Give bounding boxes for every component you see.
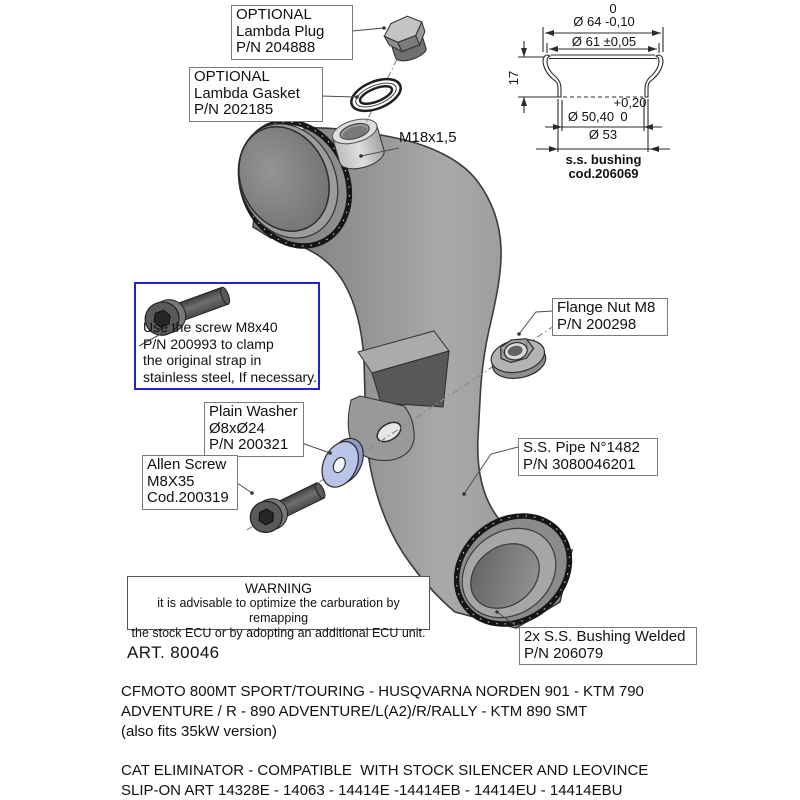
lambda-boss-drawing [331, 118, 385, 170]
warning-box: WARNING it is advisable to optimize the … [127, 576, 430, 640]
warning-title: WARNING [244, 580, 313, 596]
callout-line: OPTIONAL [236, 6, 312, 23]
callout-line: S.S. Pipe N°1482 [523, 439, 640, 456]
bracket-hole [376, 421, 402, 443]
callout-line: P/N 200298 [557, 315, 637, 333]
callout-line: Allen Screw [147, 456, 227, 473]
dim-height-17: 17 [506, 70, 521, 86]
callout-line: P/N 202185 [194, 101, 274, 118]
outlet-bore [470, 543, 540, 609]
warning-line: it is advisable to optimize the carburat… [157, 596, 400, 625]
callout-line: Cod.200319 [147, 489, 229, 506]
dim-61: Ø 61 ±0,05 [571, 34, 637, 49]
callout-allen-screw: Allen Screw M8X35 Cod.200319 [142, 455, 238, 510]
section-left-wall [542, 54, 562, 98]
leader-dots [250, 26, 521, 614]
outlet-bushing-ring [453, 513, 573, 627]
callout-line: P/N 200321 [209, 436, 289, 453]
inlet-face [238, 126, 330, 232]
callout-line: Ø8xØ24 [209, 419, 265, 437]
dim-53: Ø 53 [588, 127, 618, 142]
leader-thread-size [360, 147, 400, 157]
leader-flange-nut [518, 310, 554, 335]
leader-lambda-gasket [319, 95, 358, 98]
dim-64: Ø 64 -0,10 [573, 14, 635, 29]
product-info-line: SLIP-ON ART 14328E - 14063 - 14414E -144… [121, 782, 623, 799]
callout-ss-pipe: S.S. Pipe N°1482 P/N 3080046201 [518, 438, 658, 476]
fitment-line: ADVENTURE / R - 890 ADVENTURE/L(A2)/R/RA… [121, 703, 588, 720]
section-caption-line2: cod.206069 [568, 166, 639, 181]
callout-lambda-plug: OPTIONAL Lambda Plug P/N 204888 [231, 5, 353, 60]
dim-5040: Ø 50,40 [567, 109, 615, 124]
section-right-wall [644, 54, 664, 98]
callout-lambda-gasket: OPTIONAL Lambda Gasket P/N 202185 [189, 67, 323, 122]
fitment-line: (also fits 35kW version) [121, 723, 277, 740]
bushing-section-drawing [518, 27, 670, 152]
note-line: the original strap in [143, 352, 262, 368]
inlet-bushing-ring [237, 119, 353, 249]
fitment-text: CFMOTO 800MT SPORT/TOURING - HUSQVARNA N… [121, 682, 644, 742]
article-number: ART. 80046 [127, 643, 220, 662]
product-info-text: CAT ELIMINATOR - COMPATIBLE WITH STOCK S… [121, 761, 648, 800]
callout-line: P/N 204888 [236, 39, 316, 56]
lambda-plug-drawing [383, 15, 427, 62]
allen-screw-drawing [249, 482, 326, 534]
callout-line: M8X35 [147, 472, 195, 490]
note-line: P/N 200993 to clamp [143, 335, 274, 352]
callout-line: Lambda Gasket [194, 84, 300, 102]
note-box: Use the screw M8x40 P/N 200993 to clamp … [134, 282, 320, 390]
warning-line: the stock ECU or by adopting an addition… [131, 626, 426, 640]
callout-line: Flange Nut M8 [557, 299, 656, 316]
callout-line: OPTIONAL [194, 68, 270, 85]
dim-64-upper-tolerance: 0 [609, 1, 617, 16]
note-text: Use the screw M8x40 P/N 200993 to clamp … [143, 319, 317, 385]
plug-axis-line [360, 58, 398, 134]
note-line: stainless steel, If necessary. [143, 368, 318, 385]
dim-5040-lower-tolerance: 0 [620, 109, 628, 124]
note-line: Use the screw M8x40 [143, 319, 278, 335]
bracket-drawing [347, 330, 450, 461]
lambda-gasket-drawing [350, 77, 402, 113]
thread-size-label: M18x1,5 [399, 129, 457, 146]
flange-nut-drawing [490, 338, 547, 380]
dim-5040-upper-tolerance: +0,20 [613, 95, 647, 110]
leader-ss-pipe [463, 446, 519, 495]
callout-line: 2x S.S. Bushing Welded [524, 628, 686, 645]
leader-lambda-plug [351, 27, 385, 32]
callout-line: P/N 3080046201 [523, 455, 636, 473]
plain-washer-drawing [321, 437, 364, 488]
note-screw-drawing [144, 286, 231, 336]
callout-plain-washer: Plain Washer Ø8xØ24 P/N 200321 [204, 402, 304, 457]
callout-line: P/N 206079 [524, 644, 604, 662]
callout-line: Lambda Plug [236, 22, 325, 40]
fitment-line: CFMOTO 800MT SPORT/TOURING - HUSQVARNA N… [121, 683, 644, 700]
product-info-line: CAT ELIMINATOR - COMPATIBLE WITH STOCK S… [121, 762, 649, 779]
leader-note-screw [138, 329, 169, 347]
callout-line: Plain Washer [209, 403, 298, 420]
callout-flange-nut: Flange Nut M8 P/N 200298 [552, 298, 668, 336]
callout-bushing-welded: 2x S.S. Bushing Welded P/N 206079 [519, 627, 697, 665]
section-caption-line1: s.s. bushing [565, 152, 642, 167]
